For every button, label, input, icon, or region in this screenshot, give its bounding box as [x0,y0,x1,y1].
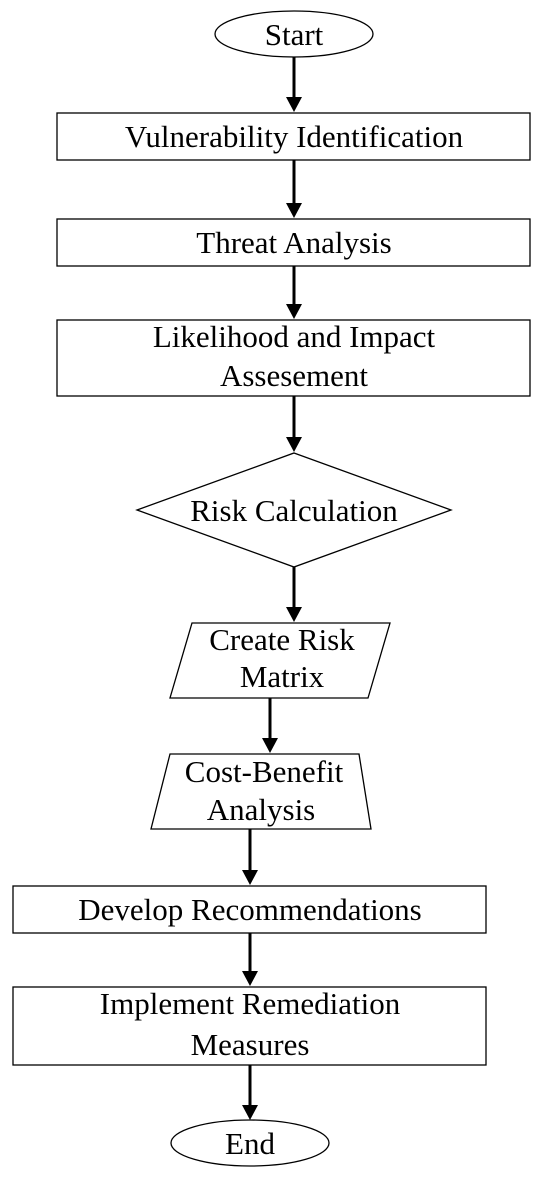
arrow-implement-to-end [242,1065,258,1120]
arrowhead [286,304,302,319]
likelihood-impact-assessment-label-line1: Likelihood and Impact [153,319,436,354]
create-risk-matrix-label-line1: Create Risk [209,622,355,657]
arrow-cost-benefit-to-recommendations [242,829,258,885]
risk-calculation-node: Risk Calculation [135,452,453,568]
arrowhead [242,971,258,986]
arrow-recommendations-to-implement [242,933,258,986]
arrow-likelihood-to-risk-calculation [286,396,302,452]
arrowhead [262,738,278,753]
arrowhead [286,203,302,218]
develop-recommendations-label: Develop Recommendations [78,892,422,927]
implement-remediation-measures-label-line2: Measures [191,1027,310,1062]
arrowhead [286,97,302,112]
implement-remediation-measures-node: Implement Remediation Measures [12,986,487,1066]
threat-analysis-node: Threat Analysis [56,218,531,267]
end-node: End [170,1119,330,1167]
implement-remediation-measures-box [12,986,487,1066]
vulnerability-identification-node: Vulnerability Identification [56,112,531,161]
arrow-start-to-vulnerability [286,57,302,112]
arrowhead [286,437,302,452]
develop-recommendations-node: Develop Recommendations [12,885,487,934]
cost-benefit-analysis-label-line1: Cost-Benefit [185,754,344,789]
arrow-vulnerability-to-threat [286,160,302,218]
create-risk-matrix-parallelogram [169,622,391,699]
create-risk-matrix-node: Create Risk Matrix [169,622,391,699]
cost-benefit-analysis-label-line2: Analysis [207,792,316,827]
arrowhead [286,607,302,622]
likelihood-impact-assessment-label-line2: Assesement [220,358,368,393]
threat-analysis-label: Threat Analysis [196,225,391,260]
cost-benefit-analysis-trapezoid [150,753,372,830]
arrowhead [242,1105,258,1120]
likelihood-impact-assessment-node: Likelihood and Impact Assesement [56,319,531,397]
start-label: Start [265,17,324,52]
end-label: End [225,1126,275,1161]
arrowhead [242,870,258,885]
risk-calculation-label: Risk Calculation [190,493,398,528]
create-risk-matrix-label-line2: Matrix [240,659,325,694]
arrow-threat-to-likelihood [286,266,302,319]
end-ellipse [170,1119,330,1167]
arrow-risk-calculation-to-risk-matrix [286,567,302,622]
arrow-risk-matrix-to-cost-benefit [262,698,278,753]
implement-remediation-measures-label-line1: Implement Remediation [100,986,401,1021]
likelihood-impact-assessment-box [56,319,531,397]
cost-benefit-analysis-node: Cost-Benefit Analysis [150,753,372,830]
develop-recommendations-box [12,885,487,934]
vulnerability-identification-box [56,112,531,161]
start-node: Start [214,10,374,58]
vulnerability-identification-label: Vulnerability Identification [125,119,464,154]
